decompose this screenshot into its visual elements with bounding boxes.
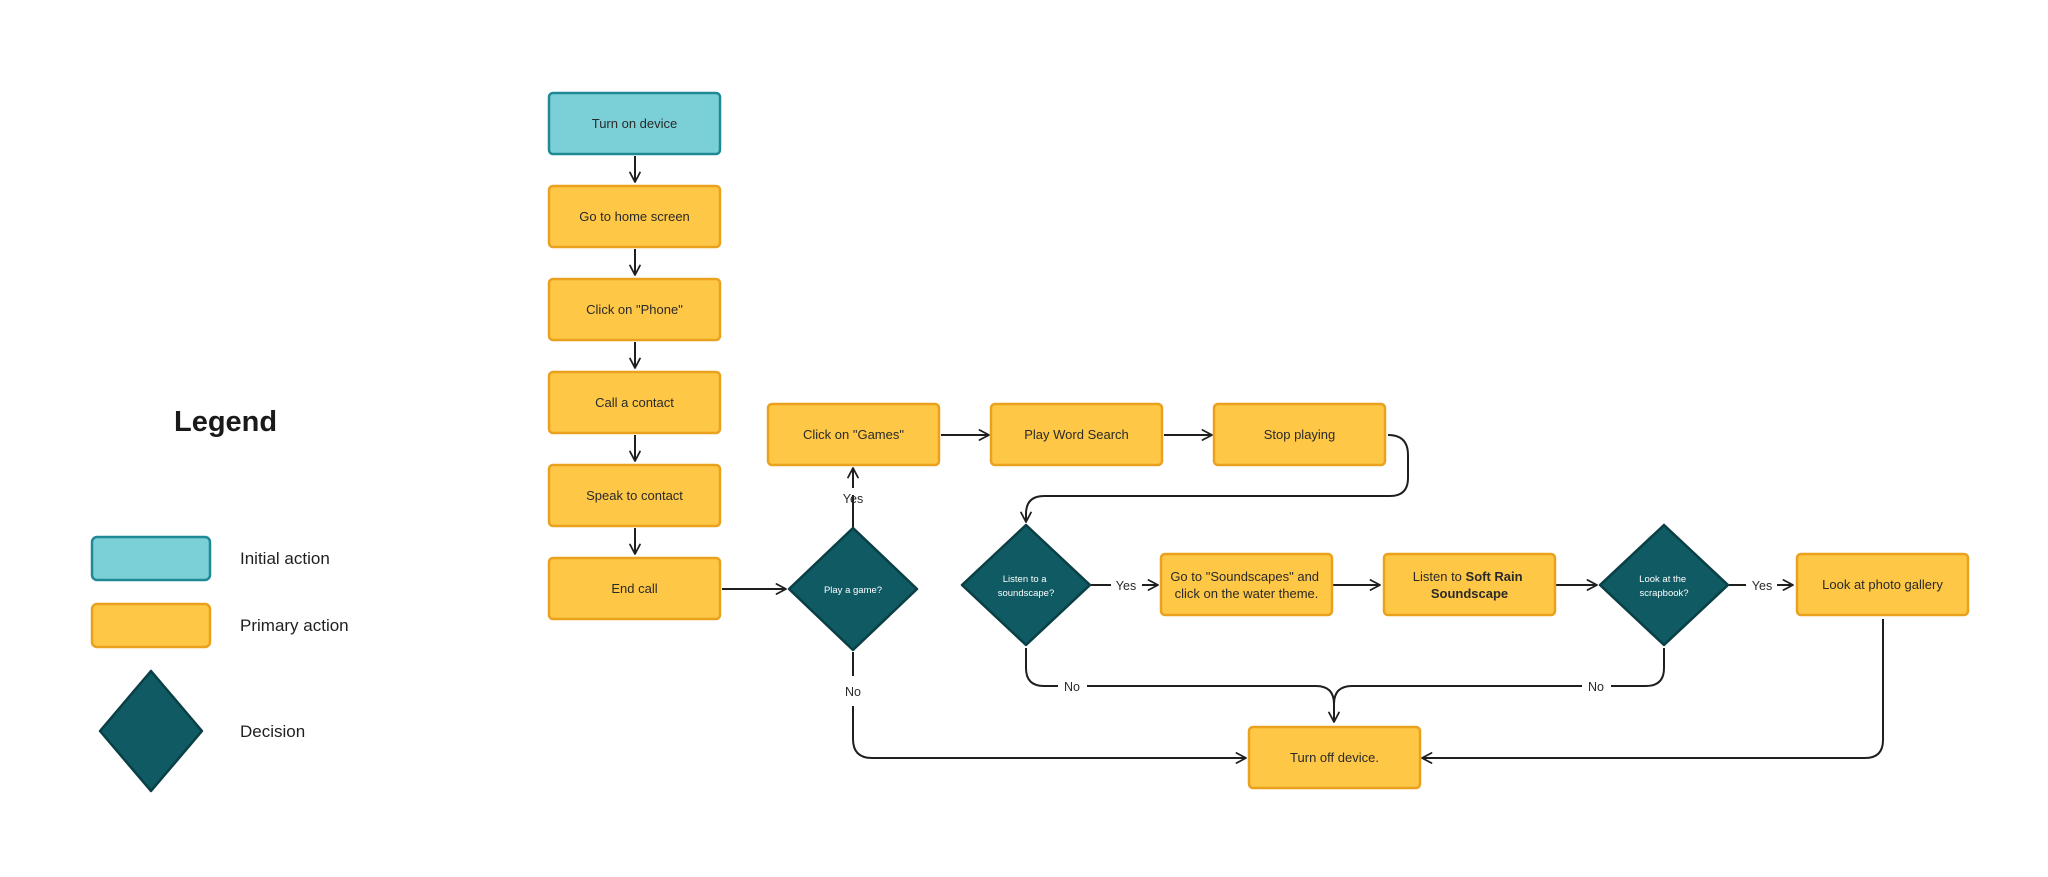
decision-listen-to-soundscape-label: Listen to a soundscape? bbox=[998, 574, 1055, 599]
node-call-a-contact: Call a contact bbox=[547, 370, 722, 435]
nodes: Turn on device Go to home screen Click o… bbox=[547, 91, 1970, 790]
legend-decision-swatch bbox=[98, 669, 204, 793]
node-click-on-phone: Click on "Phone" bbox=[547, 277, 722, 342]
legend-initial-label: Initial action bbox=[240, 549, 330, 568]
decision-play-a-game: Play a game? bbox=[787, 526, 919, 652]
legend-primary-label: Primary action bbox=[240, 616, 349, 635]
node-play-word-search: Play Word Search bbox=[989, 402, 1164, 467]
legend-primary-swatch bbox=[90, 602, 212, 649]
node-go-to-soundscapes-line-1: Go to "Soundscapes" and bbox=[1170, 569, 1319, 584]
edge-scrapbookq-turnoff-2 bbox=[1333, 685, 1582, 705]
edge-label-no-soundscape: No bbox=[1064, 680, 1080, 694]
edge-scrapbookq-turnoff bbox=[1611, 648, 1665, 687]
edge-label-yes-scrapbook: Yes bbox=[1752, 579, 1772, 593]
node-end-call: End call bbox=[547, 556, 722, 621]
decision-look-at-scrapbook-line-1: Look at the bbox=[1639, 574, 1686, 585]
node-click-on-games-label: Click on "Games" bbox=[803, 427, 904, 442]
node-speak-to-contact-label: Speak to contact bbox=[586, 488, 683, 503]
node-listen-soft-rain-prefix: Listen to bbox=[1413, 569, 1466, 584]
node-go-to-home-screen-label: Go to home screen bbox=[579, 209, 690, 224]
node-stop-playing-label: Stop playing bbox=[1264, 427, 1336, 442]
node-go-to-soundscapes-label: Go to "Soundscapes" and click on the wat… bbox=[1170, 569, 1322, 601]
node-end-call-label: End call bbox=[611, 581, 657, 596]
edge-soundscapeq-turnoff-2 bbox=[1087, 685, 1340, 723]
edge-stop-soundscapeq bbox=[1020, 434, 1409, 523]
decision-listen-to-soundscape: Listen to a soundscape? bbox=[960, 523, 1092, 647]
node-turn-on-device: Turn on device bbox=[547, 91, 722, 156]
decision-look-at-scrapbook-label: Look at the scrapbook? bbox=[1639, 574, 1689, 599]
node-listen-soft-rain: Listen to Soft Rain Soundscape bbox=[1382, 552, 1557, 617]
node-stop-playing: Stop playing bbox=[1212, 402, 1387, 467]
node-listen-soft-rain-bold-1: Soft Rain bbox=[1466, 569, 1523, 584]
legend-title: Legend bbox=[174, 406, 277, 438]
node-look-at-photo-gallery-label: Look at photo gallery bbox=[1822, 577, 1943, 592]
node-go-to-home-screen: Go to home screen bbox=[547, 184, 722, 249]
edge-labels: Yes No Yes No Yes No bbox=[843, 492, 1772, 699]
node-listen-soft-rain-bold-2: Soundscape bbox=[1431, 586, 1508, 601]
node-play-word-search-label: Play Word Search bbox=[1024, 427, 1129, 442]
edge-gallery-turnoff bbox=[1421, 619, 1884, 764]
node-speak-to-contact: Speak to contact bbox=[547, 463, 722, 528]
edge-playgame-turnoff-2 bbox=[852, 706, 1247, 764]
decision-listen-to-soundscape-line-2: soundscape? bbox=[998, 588, 1055, 599]
node-go-to-soundscapes-line-2: click on the water theme. bbox=[1175, 586, 1319, 601]
edge-soundscapeq-turnoff bbox=[1025, 648, 1058, 687]
node-turn-off-device-label: Turn off device. bbox=[1290, 750, 1379, 765]
node-click-on-phone-label: Click on "Phone" bbox=[586, 302, 683, 317]
node-turn-off-device: Turn off device. bbox=[1247, 725, 1422, 790]
legend: Legend Initial action Primary action Dec… bbox=[90, 406, 349, 793]
edge-label-yes-soundscape: Yes bbox=[1116, 579, 1136, 593]
legend-decision-label: Decision bbox=[240, 722, 305, 741]
legend-initial-swatch bbox=[90, 535, 212, 582]
node-listen-soft-rain-label: Listen to Soft Rain Soundscape bbox=[1413, 569, 1526, 601]
decision-look-at-scrapbook-line-2: scrapbook? bbox=[1639, 588, 1688, 599]
edge-label-yes-games: Yes bbox=[843, 492, 863, 506]
node-call-a-contact-label: Call a contact bbox=[595, 395, 674, 410]
edges bbox=[629, 156, 1884, 764]
edge-label-no-scrapbook: No bbox=[1588, 680, 1604, 694]
edge-label-no-playgame: No bbox=[845, 685, 861, 699]
node-go-to-soundscapes: Go to "Soundscapes" and click on the wat… bbox=[1159, 552, 1334, 617]
node-turn-on-device-label: Turn on device bbox=[592, 116, 678, 131]
node-click-on-games: Click on "Games" bbox=[766, 402, 941, 467]
decision-listen-to-soundscape-line-1: Listen to a bbox=[1003, 574, 1048, 585]
decision-play-a-game-label: Play a game? bbox=[824, 585, 882, 596]
decision-look-at-scrapbook: Look at the scrapbook? bbox=[1598, 523, 1730, 647]
node-look-at-photo-gallery: Look at photo gallery bbox=[1795, 552, 1970, 617]
